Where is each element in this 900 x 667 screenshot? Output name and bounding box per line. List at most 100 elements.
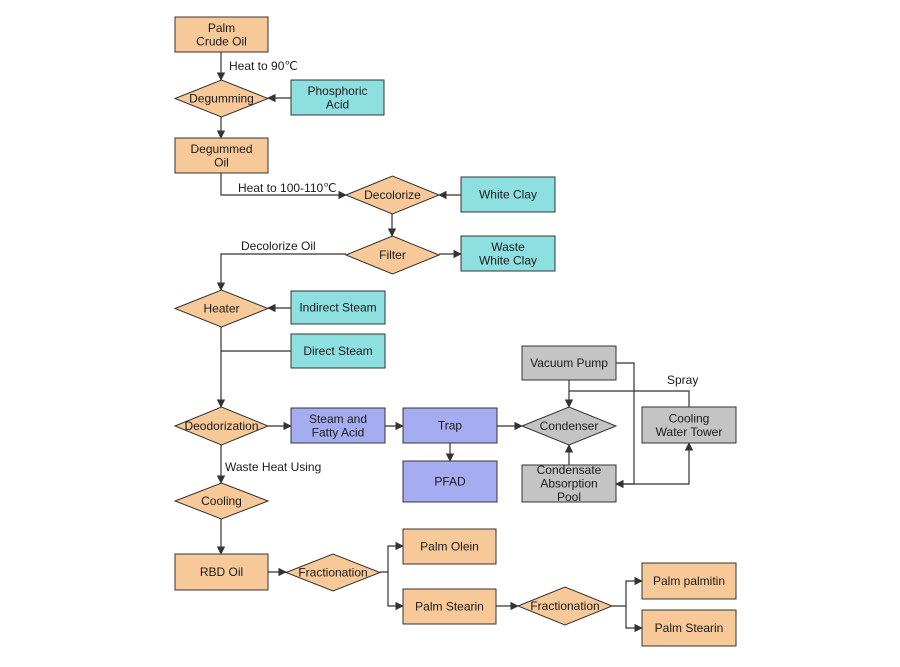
node-label: Absorption xyxy=(540,477,597,491)
edge-label-decolorize-oil: Decolorize Oil xyxy=(241,239,316,253)
node-label: Decolorize xyxy=(364,188,421,202)
node-label: Palm xyxy=(208,21,235,35)
edge-tower-spray xyxy=(569,390,690,407)
node-label: Cooling xyxy=(201,494,242,508)
node-shape xyxy=(174,137,269,174)
node-decolorize: Decolorize xyxy=(344,175,441,215)
node-shape xyxy=(520,406,618,446)
node-pfad: PFAD xyxy=(402,460,498,503)
node-indirect-steam: Indirect Steam xyxy=(290,290,386,325)
node-shape xyxy=(344,235,441,275)
node-label: Crude Oil xyxy=(196,34,247,48)
node-shape xyxy=(284,553,382,592)
node-palm-olein: Palm Olein xyxy=(402,528,497,565)
node-label: Indirect Steam xyxy=(299,301,376,315)
node-label: Oil xyxy=(214,155,229,169)
node-condenser: Condenser xyxy=(520,406,618,446)
node-vacuum-pump: Vacuum Pump xyxy=(521,345,617,381)
node-label: White Clay xyxy=(479,188,537,202)
edge-vacuum-to-pool xyxy=(615,362,635,489)
node-label: Fractionation xyxy=(530,599,599,613)
node-label: Fractionation xyxy=(298,566,367,580)
node-shape xyxy=(174,553,269,591)
node-rbd-oil: RBD Oil xyxy=(174,553,269,591)
node-shape xyxy=(641,562,737,600)
node-label: Condensate xyxy=(537,463,602,477)
node-label: Condenser xyxy=(540,419,599,433)
edge-fractionation2-to-palmitin xyxy=(612,576,643,607)
node-label: Palm Stearin xyxy=(655,621,724,635)
node-shape xyxy=(521,345,617,381)
edge-fractionation2-to-stearin2 xyxy=(625,606,643,633)
node-label: Palm palmitin xyxy=(653,574,725,588)
node-shape xyxy=(290,79,385,116)
edge-pool-to-tower xyxy=(616,442,694,485)
node-label: PFAD xyxy=(434,475,466,489)
node-label: Water Tower xyxy=(656,425,723,439)
node-label: Vacuum Pump xyxy=(530,356,608,370)
node-label: Heater xyxy=(203,302,239,316)
node-shape xyxy=(641,609,737,647)
node-shape xyxy=(174,16,269,53)
edge-label-waste-heat: Waste Heat Using xyxy=(225,460,321,474)
node-label: Fatty Acid xyxy=(312,425,365,439)
node-label: Phosphoric xyxy=(307,84,367,98)
node-shape xyxy=(173,289,270,328)
node-heater: Heater xyxy=(173,289,270,328)
node-shape xyxy=(173,79,270,118)
node-white-clay: White Clay xyxy=(460,176,556,213)
node-label: Filter xyxy=(379,248,406,262)
node-shape xyxy=(290,333,386,369)
node-shape xyxy=(460,176,556,213)
node-palm-stearin-1: Palm Stearin xyxy=(402,588,497,625)
node-direct-steam: Direct Steam xyxy=(290,333,386,369)
edge-filter-to-heater xyxy=(216,253,346,291)
node-label: Deodorization xyxy=(184,419,258,433)
edges-layer xyxy=(216,52,694,633)
edge-fractionation-to-stearin xyxy=(387,572,404,611)
edge-label-spray: Spray xyxy=(667,373,698,387)
node-filter: Filter xyxy=(344,235,441,275)
node-palm-stearin-2: Palm Stearin xyxy=(641,609,737,647)
node-shape xyxy=(402,407,498,444)
node-palm-palmitin: Palm palmitin xyxy=(641,562,737,600)
node-shape xyxy=(290,290,386,325)
node-label: Cooling xyxy=(669,411,710,425)
node-label: Palm Olein xyxy=(420,540,479,554)
node-degumming: Degumming xyxy=(173,79,270,118)
edge-label-heat-100-110: Heat to 100-110℃ xyxy=(238,181,337,195)
node-deodorization: Deodorization xyxy=(173,406,270,446)
node-label: Palm Stearin xyxy=(415,600,484,614)
node-label: Pool xyxy=(557,490,581,504)
node-label: Direct Steam xyxy=(303,344,372,358)
node-shape xyxy=(641,406,737,444)
node-shape xyxy=(173,406,270,446)
node-label: Trap xyxy=(438,419,463,433)
node-label: Steam and xyxy=(309,412,367,426)
node-shape xyxy=(173,482,270,520)
node-label: Degumming xyxy=(189,92,254,106)
node-shape xyxy=(516,586,614,626)
node-cooling: Cooling xyxy=(173,482,270,520)
node-label: Acid xyxy=(326,97,349,111)
node-trap: Trap xyxy=(402,407,498,444)
edge-fractionation-to-olein xyxy=(380,541,404,573)
node-label: Waste xyxy=(491,240,525,254)
node-shape xyxy=(402,588,497,625)
node-shape xyxy=(290,407,386,444)
node-shape xyxy=(402,528,497,565)
node-label: White Clay xyxy=(479,253,537,267)
node-fractionation-1: Fractionation xyxy=(284,553,382,592)
node-label: RBD Oil xyxy=(200,565,243,579)
